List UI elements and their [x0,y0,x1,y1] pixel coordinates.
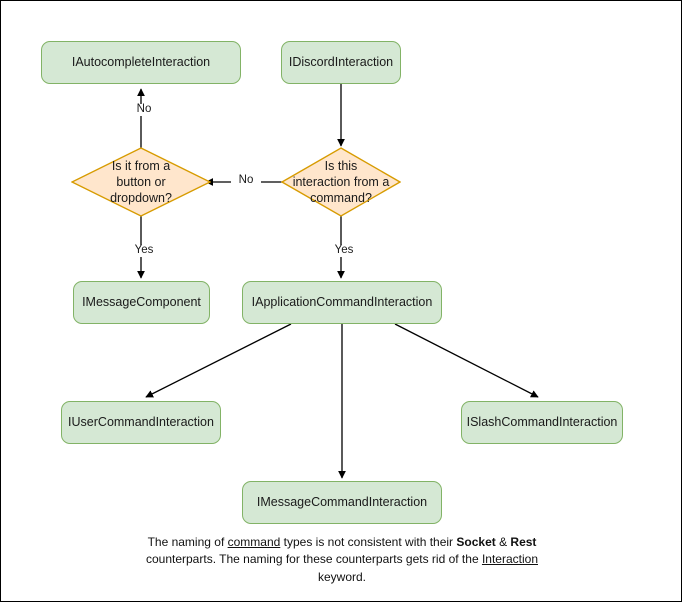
node-label: IAutocompleteInteraction [71,54,211,69]
node-label: IUserCommandInteraction [68,414,214,429]
node-message-command-interaction[interactable]: IMessageCommandInteraction [242,481,442,524]
node-decision-button-or-dropdown[interactable]: Is it from a button or dropdown? [71,147,211,217]
caption-bold-rest: Rest [510,535,537,549]
edge-label-yes-message-component: Yes [128,244,160,257]
node-application-command-interaction[interactable]: IApplicationCommandInteraction [242,281,442,324]
caption-underline-command: command [227,535,281,549]
node-label: IDiscordInteraction [288,54,394,69]
caption-part-5: keyword. [317,569,367,584]
caption-part-2: types is not consistent with their [280,535,457,549]
caption-underline-interaction: Interaction [481,552,538,567]
diamond-shape [281,147,401,217]
edge-label-no-autocomplete: No [129,103,159,116]
diamond-shape [71,147,211,217]
node-label: IApplicationCommandInteraction [251,294,433,309]
edge-application-command-to-slash-command [394,323,539,398]
node-label: Is it from a button or dropdown? [110,158,172,206]
caption-note: The naming of command types is not consi… [122,534,562,586]
node-label: ISlashCommandInteraction [466,414,618,429]
edge-application-command-to-user-command [145,323,292,398]
edge-label-no-between-decisions: No [231,174,261,187]
caption-part-3: & [495,535,511,549]
node-label: IMessageCommandInteraction [256,494,428,509]
caption-part-4: counterparts. The naming for these count… [145,552,482,567]
node-label: Is this interaction from a command? [292,158,390,206]
node-user-command-interaction[interactable]: IUserCommandInteraction [61,401,221,444]
node-slash-command-interaction[interactable]: ISlashCommandInteraction [461,401,623,444]
edge-label-yes-application-command: Yes [328,244,360,257]
node-label: IMessageComponent [82,294,201,309]
node-discord-interaction[interactable]: IDiscordInteraction [281,41,401,84]
caption-part-1: The naming of [147,535,228,549]
caption-bold-socket: Socket [456,535,496,549]
node-message-component[interactable]: IMessageComponent [73,281,210,324]
node-decision-interaction-from-command[interactable]: Is this interaction from a command? [281,147,401,217]
node-autocomplete-interaction[interactable]: IAutocompleteInteraction [41,41,241,84]
